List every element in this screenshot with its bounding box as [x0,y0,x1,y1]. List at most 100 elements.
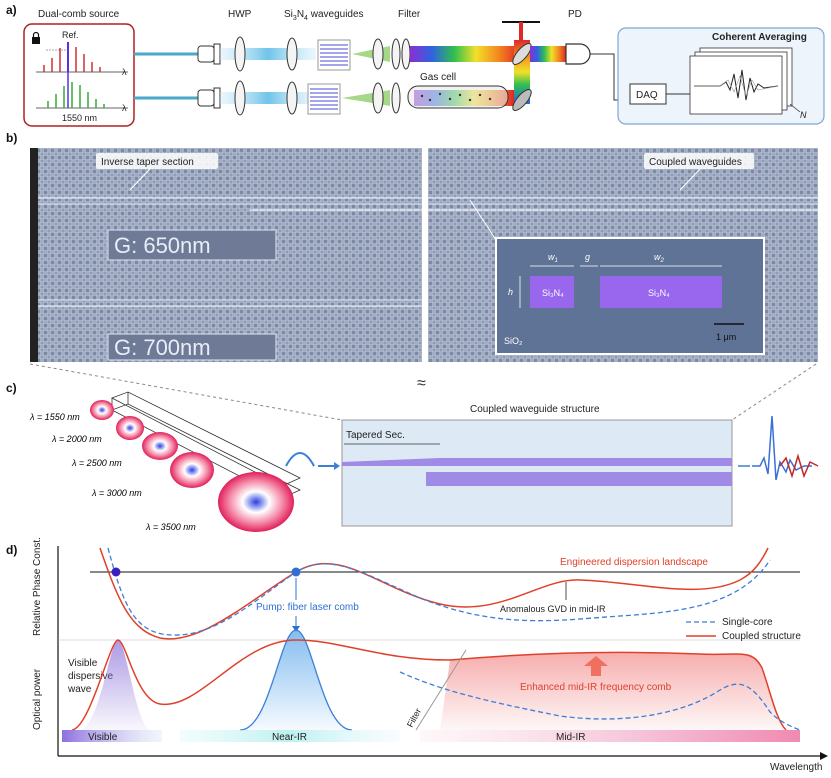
pump-arrowhead [292,626,300,632]
x-axis-arrow [820,752,828,760]
band-nearir [180,730,400,742]
incoming-pulse [285,452,315,467]
coherent-averaging-title: Coherent Averaging [712,32,807,43]
pump-spectrum-fill [240,630,352,730]
band-midir [420,730,800,742]
chip-upper [317,39,351,71]
chip-label-2: G: 700nm [114,335,211,360]
inverse-taper-label: Inverse taper section [101,157,194,168]
sem-waveguide-lines [38,197,818,307]
coupled-dispersion-curve [99,547,769,640]
photodetector [565,43,591,65]
dual-comb-source-title: Dual-comb source [38,9,120,20]
zoom-line-right [731,363,817,421]
collimator-lower [197,87,221,109]
band-midir-label: Mid-IR [556,732,585,743]
lock-icon [32,31,40,44]
chip-lower [307,83,341,115]
beam-lower [220,92,316,104]
w1-label: w1 [548,252,558,264]
coupled-waveguides-label: Coupled waveguides [649,157,742,168]
waveguide-3d [111,391,301,499]
beamsplitter [512,43,532,65]
daq-label: DAQ [636,90,658,101]
filter-label-d: Filter [405,707,423,729]
visible-dw-2: dispersive [68,671,113,682]
ref-label: Ref. [62,30,79,40]
single-core-spectrum [399,671,801,731]
lambda-label-1: λ [122,67,127,77]
band-visible-label: Visible [88,732,118,743]
pump-point [291,567,301,577]
pump-spectrum [239,629,353,731]
visible-dw-1: Visible [68,658,98,669]
mode-2000: λ = 2000 nm [51,434,102,444]
legend-single: Single-core [722,617,773,628]
hwp-label: HWP [228,9,252,20]
filter-lower [391,82,401,114]
band-nearir-label: Near-IR [272,732,307,743]
dimension-lines [519,265,722,308]
waveguides-title: Si3N4 waveguides [284,9,364,22]
zoom-line-left [29,363,343,421]
h-label: h [508,287,513,297]
w2-label: w2 [654,252,665,264]
gas-cell [407,85,509,109]
legend-coupled: Coupled structure [722,631,801,642]
tapered-waveguide [342,458,732,466]
lens-filter-lower [372,82,384,114]
si3n4-core-right [600,276,722,308]
chip-label-1: G: 650nm [114,233,211,258]
hwp-lower [234,80,246,116]
inverse-taper-arrow [129,168,151,191]
y-label-lower: Optical power [32,668,43,730]
sio2-label: SiO₂ [504,336,523,346]
enhanced-label: Enhanced mid-IR frequency comb [520,682,672,693]
visible-wave-fill [80,640,150,730]
g-label: g [585,252,590,262]
second-waveguide [426,472,732,486]
n-label: N [800,110,807,120]
coupled-structure-title: Coupled waveguide structure [470,404,600,415]
coupled-arrow [679,168,701,191]
wavelength-1550: 1550 nm [62,113,97,123]
output-pulse-blue [752,415,812,481]
x-axis-label: Wavelength [770,762,822,773]
coupled-spectrum [71,639,787,731]
gas-cell-label: Gas cell [420,72,456,83]
panel-c-label: c) [6,381,17,395]
single-core-dispersion-curve [107,547,771,636]
averaging-stack [689,47,801,115]
pump-label: Pump: fiber laser comb [256,602,359,613]
band-visible [62,730,162,742]
beam-upper [220,48,316,60]
si3n4-left-label: Si₃N₄ [542,288,564,298]
enhancement-arrow [584,656,608,676]
mode-3500: λ = 3500 nm [145,522,196,532]
anomalous-label: Anomalous GVD in mid-IR [500,604,606,614]
inset-pointer [469,199,497,241]
engineered-label: Engineered dispersion landscape [560,557,708,568]
hwp-upper [234,36,246,72]
chip-label-box-1 [107,229,277,261]
lambda-label-2: λ [122,103,127,113]
panel-b-label: b) [6,131,17,145]
pd-label: PD [568,9,582,20]
inverse-taper-callout-bg [96,153,218,169]
dual-comb-source-box [23,23,135,127]
panel-a-label: a) [6,3,17,17]
incoming-arrowhead [334,462,340,470]
chip-label-box-2 [107,333,277,361]
lens-upper [286,37,298,71]
visible-phase-match-point [111,567,121,577]
output-pulse-red [779,453,819,479]
mode-2500: λ = 2500 nm [71,458,122,468]
rainbow-beam-upper [410,46,520,62]
filter-upper-2 [401,38,411,70]
filter-upper [391,38,401,70]
lens-filter-upper [372,38,384,70]
filter-edge-line [415,649,467,731]
y-label-upper: Relative Phase Const. [32,537,43,636]
